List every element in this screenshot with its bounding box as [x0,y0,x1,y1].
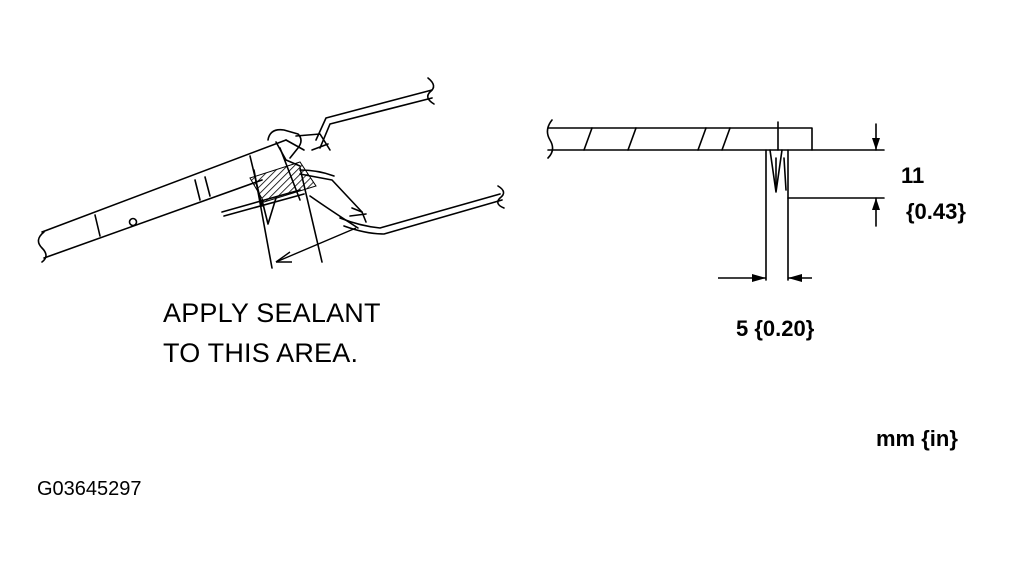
clip-cross-section [546,119,885,281]
callout-line-2: TO THIS AREA. [163,338,359,368]
height-dimension-arrows [872,138,880,210]
sealant-area-arrow [275,227,357,263]
width-dimension-label: 5 {0.20} [736,316,815,341]
windshield-panel-illustration [37,77,505,269]
height-dimension-value: 11 [901,163,925,188]
figure-code: G03645297 [37,478,142,500]
height-dimension-inches: {0.43} [906,199,966,224]
sealant-area-hatch [249,161,317,203]
units-label: mm {in} [876,426,958,451]
callout-line-1: APPLY SEALANT [163,298,381,328]
width-dimension-arrows [752,274,802,282]
